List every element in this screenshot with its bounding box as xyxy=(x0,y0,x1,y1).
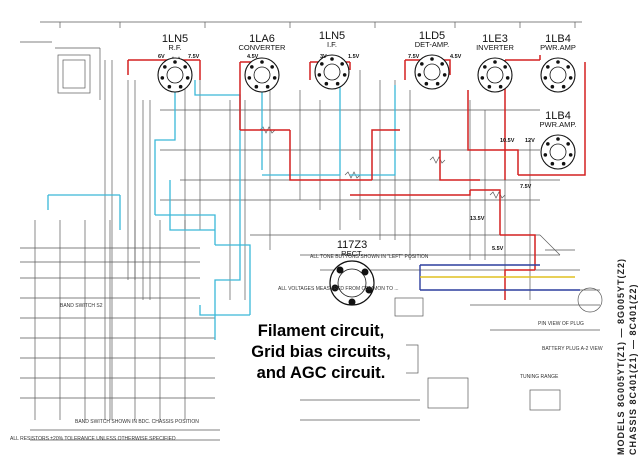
caption-line-2: Grid bias circuits, xyxy=(251,343,391,361)
voltage-tag: 3V xyxy=(320,54,327,60)
voltage-tag: 5.5V xyxy=(492,246,504,252)
voltage-tag: 6V xyxy=(158,54,165,60)
note-band-switch: BAND SWITCH S2 xyxy=(60,303,103,309)
tube-name: 1LN5 xyxy=(319,30,345,42)
tube-function: I.F. xyxy=(327,40,337,49)
note-tone-buttons: ALL TONE BUTTONS SHOWN IN "LEFT" POSITIO… xyxy=(310,254,429,260)
rectifier-name: 117Z3 xyxy=(337,239,367,251)
note-pinview: PIN VIEW OF PLUG xyxy=(538,321,584,327)
voltage-tag: 7.5V xyxy=(188,54,200,60)
caption-box: Filament circuit, Grid bias circuits, an… xyxy=(236,319,406,386)
side-models: MODELS 8G005YT(Z1) — 8G005YT(Z2) xyxy=(616,258,626,455)
voltage-tag: 4.5V xyxy=(247,54,259,60)
voltage-tag: 4.5V xyxy=(450,54,462,60)
tube-name: 1LA6 xyxy=(249,33,275,45)
tube-name: 1LB4 xyxy=(545,110,571,122)
voltage-tag: 10.5V xyxy=(500,138,515,144)
side-title: MODELS 8G005YT(Z1) — 8G005YT(Z2) CHASSIS… xyxy=(616,258,638,455)
voltage-tags: 7.5V 6V 4.5V 1.5V 3V 4.5V 7.5V 10.5V 12V 7.5V 5.5V… xyxy=(158,54,535,252)
tube-function: DET-AMP. xyxy=(415,40,449,49)
tube-name: 1LB4 xyxy=(545,33,571,45)
note-resistors: ALL RESISTORS ±20% TOLERANCE UNLESS OTHE… xyxy=(10,436,176,442)
tube-name: 1LE3 xyxy=(482,33,508,45)
voltage-tag: 1.5V xyxy=(348,54,360,60)
voltage-tag: 7.5V xyxy=(520,184,532,190)
side-chassis: CHASSIS 8C401(Z1) — 8C401(Z2) xyxy=(628,283,638,455)
voltage-tag: 13.5V xyxy=(470,216,485,222)
voltage-tag: 12V xyxy=(525,138,535,144)
note-tuning: TUNING RANGE xyxy=(520,374,559,380)
tubes: 1LN5R.F.1LA6CONVERTER1LN5I.F.1LD5DET-AMP… xyxy=(157,30,577,170)
note-band-switch-shown: BAND SWITCH SHOWN IN BDC. CHASSIS POSITI… xyxy=(75,419,199,425)
caption-line-3: and AGC circuit. xyxy=(256,364,386,382)
tube-function: CONVERTER xyxy=(239,43,287,52)
grid-bias-circuit xyxy=(47,75,396,340)
note-battery-plug: BATTERY PLUG A-2 VIEW xyxy=(542,346,603,352)
voltage-tag: 7.5V xyxy=(408,54,420,60)
notes: ALL RESISTORS ±20% TOLERANCE UNLESS OTHE… xyxy=(10,254,603,442)
tube-name: 1LD5 xyxy=(419,30,445,42)
tube-function: INVERTER xyxy=(476,43,514,52)
note-voltages: ALL VOLTAGES MEASURED FROM COMMON TO ... xyxy=(278,286,399,292)
caption-line-1: Filament circuit, xyxy=(257,322,385,340)
tube-name: 1LN5 xyxy=(162,33,188,45)
tube-function: PWR.AMP. xyxy=(540,120,577,129)
tube-function: PWR.AMP xyxy=(540,43,576,52)
rectifier-function: RECT. xyxy=(341,249,363,258)
rectifier-tube: 117Z3 RECT. xyxy=(329,239,375,306)
tube-function: R.F. xyxy=(168,43,181,52)
